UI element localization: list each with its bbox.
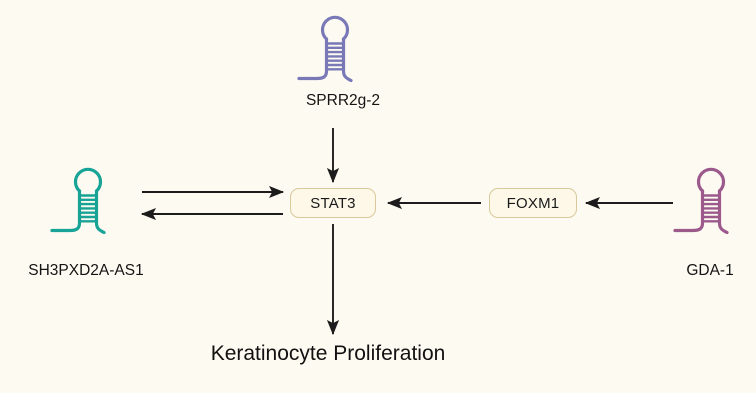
- rna-hairpin-sprr2g2: [297, 15, 353, 83]
- outcome-label: Keratinocyte Proliferation: [210, 342, 446, 365]
- rna-label-sprr2g2: SPRR2g-2: [305, 92, 381, 109]
- node-stat3[interactable]: STAT3: [290, 188, 376, 218]
- rna-label-sh3pxd2a-as1: SH3PXD2A-AS1: [28, 262, 144, 279]
- node-stat3-label: STAT3: [310, 194, 356, 212]
- rna-hairpin-sh3pxd2a-as1: [50, 167, 106, 235]
- node-foxm1[interactable]: FOXM1: [489, 188, 577, 218]
- rna-label-gda1: GDA-1: [686, 262, 734, 279]
- rna-hairpin-gda1: [673, 167, 729, 235]
- node-foxm1-label: FOXM1: [506, 194, 560, 212]
- bottom-margin-strip: [0, 393, 756, 401]
